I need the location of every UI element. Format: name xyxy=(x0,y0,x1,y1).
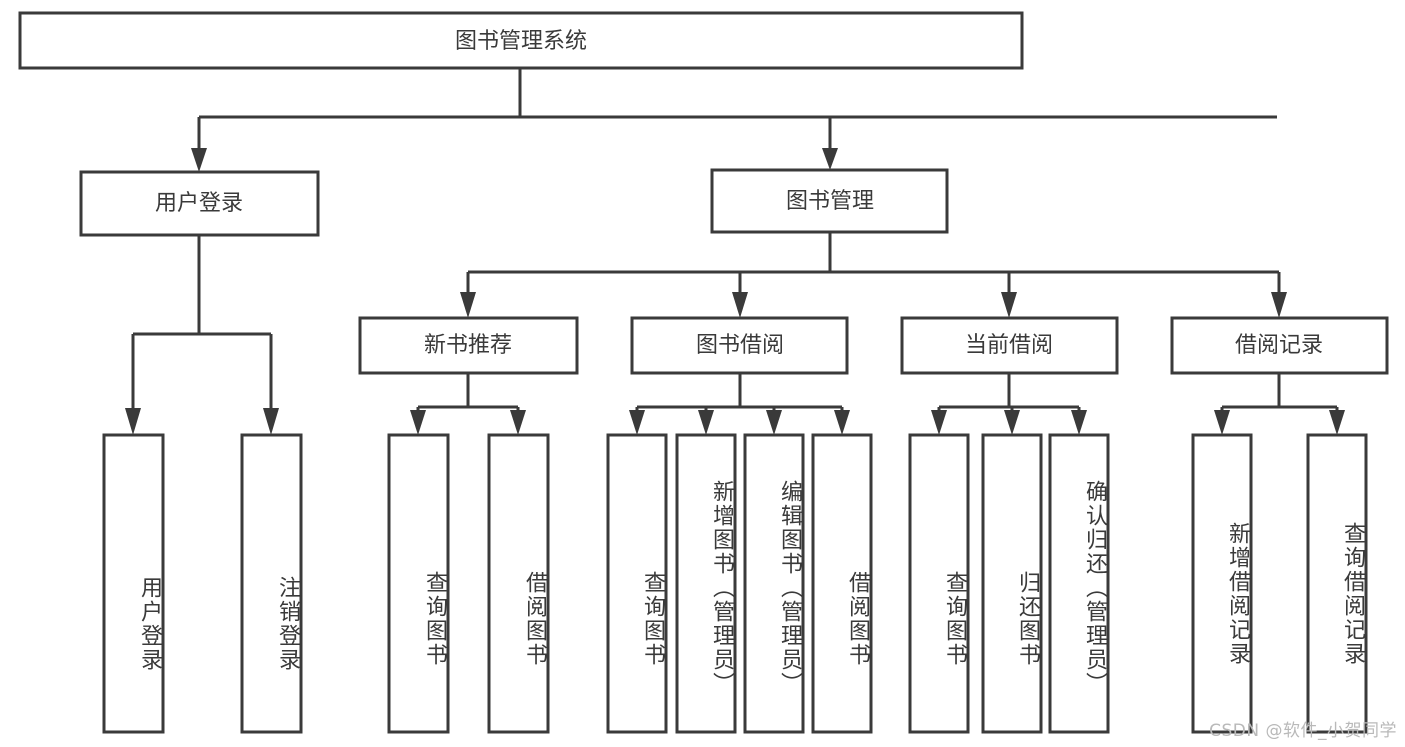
node-user-login-label: 用户登录 xyxy=(155,191,243,216)
connector-currentborrow-to-leaves xyxy=(931,373,1087,435)
node-root-box[interactable] xyxy=(18,11,1024,70)
node-leaf-edit-book-box[interactable] xyxy=(743,433,805,734)
node-current-borrow-label: 当前借阅 xyxy=(965,333,1053,358)
watermark-text: CSDN @软件_小贺同学 xyxy=(1209,721,1397,741)
node-leaf-query-book-2-box[interactable] xyxy=(606,433,668,734)
connector-newbook-to-leaves xyxy=(410,373,526,435)
node-leaf-borrow-book-1-box[interactable] xyxy=(487,433,550,734)
node-current-borrow-box[interactable] xyxy=(900,316,1119,375)
connector-root-to-level1 xyxy=(191,68,1277,172)
node-leaf-return-book-box[interactable] xyxy=(981,433,1043,734)
node-leaf-query-book-3-box[interactable] xyxy=(908,433,970,734)
connector-bookmanage-to-level2 xyxy=(460,232,1287,318)
node-leaf-query-record-box[interactable] xyxy=(1306,433,1368,734)
node-leaf-add-book-box[interactable] xyxy=(675,433,737,734)
node-root-label: 图书管理系统 xyxy=(455,29,587,54)
node-leaf-query-book-1-box[interactable] xyxy=(387,433,450,734)
node-book-manage-label: 图书管理 xyxy=(786,189,874,214)
node-leaf-logout-box[interactable] xyxy=(240,433,303,734)
node-new-book-rec-box[interactable] xyxy=(358,316,579,375)
connector-borrowrecord-to-leaves xyxy=(1214,373,1345,435)
node-book-borrow-box[interactable] xyxy=(630,316,849,375)
node-new-book-rec-label: 新书推荐 xyxy=(424,333,512,358)
connector-userlogin-to-leaves xyxy=(125,235,279,435)
node-leaf-borrow-book-2-box[interactable] xyxy=(811,433,873,734)
node-borrow-record-box[interactable] xyxy=(1170,316,1389,375)
node-leaf-add-record-box[interactable] xyxy=(1191,433,1253,734)
node-borrow-record-label: 借阅记录 xyxy=(1235,333,1323,358)
node-book-borrow-label: 图书借阅 xyxy=(696,333,784,358)
node-user-login-box[interactable] xyxy=(79,170,320,237)
connector-bookborrow-to-leaves xyxy=(629,373,850,435)
node-book-manage-box[interactable] xyxy=(710,168,949,234)
node-leaf-user-login-box[interactable] xyxy=(102,433,165,734)
node-leaf-confirm-return-box[interactable] xyxy=(1048,433,1110,734)
